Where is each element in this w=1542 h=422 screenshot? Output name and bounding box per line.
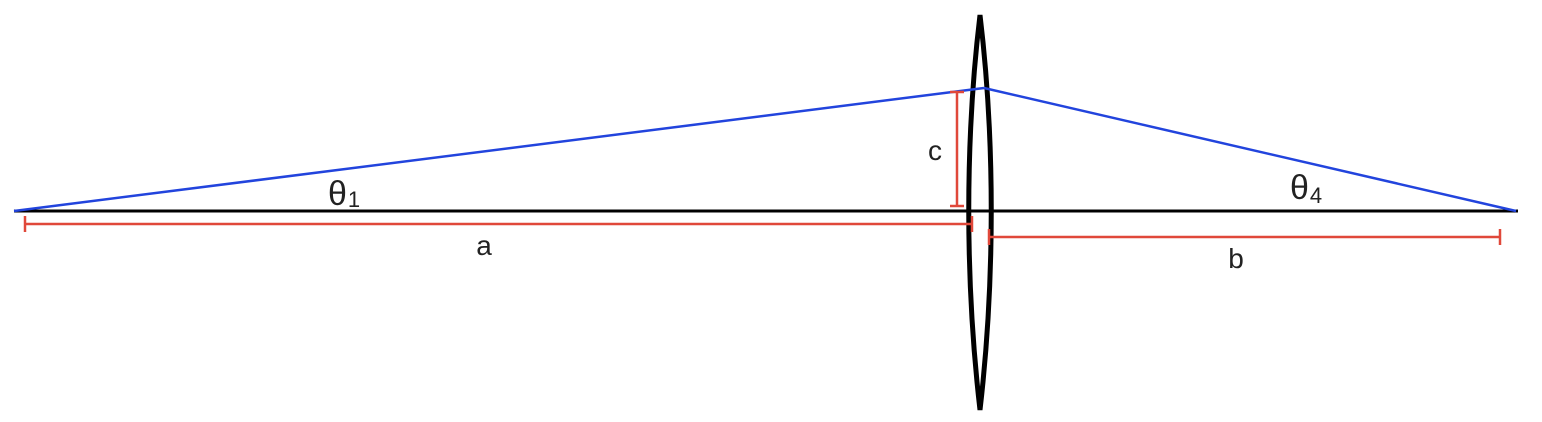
- dimension-a-label: a: [476, 230, 492, 261]
- incident-ray: [13, 86, 985, 213]
- dimension-b: [987, 229, 1502, 245]
- dimension-c: [950, 90, 964, 208]
- theta1-label: θ1: [328, 175, 360, 213]
- dimension-c-label: c: [928, 135, 942, 166]
- theta4-label: θ4: [1290, 169, 1322, 208]
- dimension-b-label: b: [1228, 243, 1244, 274]
- refracted-ray: [983, 86, 1517, 213]
- thin-lens: [966, 14, 994, 411]
- dimension-a: [23, 216, 974, 232]
